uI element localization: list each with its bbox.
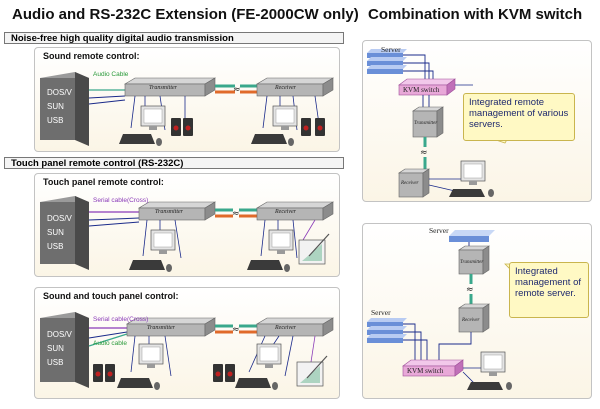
transmitter-label: Transmitter [414,121,438,126]
keyboard-icon [251,134,287,144]
server-stack-icon [367,318,407,343]
audio-cable-label: Audio Cable [93,71,129,78]
both-panel-title: Sound and touch panel control: [43,291,179,301]
mouse-icon [154,382,160,390]
serial-cable-label: Serial cable(Cross) [93,197,149,204]
pc-tower-side [75,72,89,146]
right-title: Combination with KVM switch [368,6,583,23]
receiver-label: Receiver [275,85,296,91]
touch-panel-title: Touch panel remote control: [43,177,164,187]
audio-section-band: Noise-free high quality digital audio tr… [4,32,344,44]
pc-tower-front [40,202,75,264]
keyboard-icon [129,260,165,270]
receiver-label: Receiver [275,325,296,331]
pc-tower-front [40,78,75,140]
server-label-left: Server [371,308,391,317]
keyboard-icon [247,260,283,270]
keyboard-icon [119,134,155,144]
receiver-icon [398,172,424,198]
mouse-icon [488,189,494,197]
receiver-label: Receiver [462,318,480,323]
audio-cable-label: Audio cable [93,340,127,347]
transmitter-icon [412,110,438,138]
mouse-icon [272,382,278,390]
kvm-bottom-panel: ≈ Server Server KVM [362,223,592,399]
sound-panel: Sound remote control: ≈ [34,47,340,152]
svg-text:≈: ≈ [232,325,240,335]
break-mark: ≈ [233,85,241,95]
sound-panel-title: Sound remote control: [43,51,140,61]
mouse-icon [156,138,162,146]
touch-diagram: ≈ [40,196,335,272]
receiver-top [255,77,335,85]
transmitter-side [204,77,216,97]
transmitter-label: Transmitter [147,325,176,331]
keyboard-icon [117,378,153,388]
mouse-icon [288,138,294,146]
touch-panel: Touch panel remote control: ≈ [34,173,340,277]
mouse-icon [284,264,290,272]
kb-cable-line [88,99,126,105]
transmitter-icon [458,249,484,275]
touch-section-band: Touch panel remote control (RS-232C) [4,157,344,169]
both-panel: Sound and touch panel control: ≈ [34,287,340,399]
pc-label: DOS/V SUN USB [47,88,72,125]
kvm-bottom-diagram: ≈ [367,230,518,390]
transmitter-label: Transmitter [149,85,178,91]
stylus-icon [306,355,328,379]
svg-text:≈: ≈ [466,285,474,295]
pc-label: DOS/V SUN USB [47,330,72,367]
pc-label: DOS/V SUN USB [47,214,72,251]
svg-text:≈: ≈ [420,148,428,158]
server-stack-icon [367,49,407,74]
stylus-icon [308,233,330,257]
serial-cable-label: Serial cable(Cross) [93,316,149,323]
kvm-top-diagram: ≈ [367,49,512,198]
server-label: Server [381,45,401,54]
pc-tower-front [40,318,75,382]
transmitter-top [123,77,217,85]
both-diagram: ≈ [40,312,335,390]
receiver-label: Receiver [401,181,419,186]
audio-cable-line [88,333,128,347]
transmitter-label: Transmitter [460,260,484,265]
kvm-switch-label: KVM switch [403,86,440,94]
sound-diagram: ≈ [40,72,335,146]
receiver-side [322,77,334,97]
left-title: Audio and RS-232C Extension (FE-2000CW o… [12,6,359,23]
keyboard-icon [449,189,485,197]
server-label-top: Server [429,226,449,235]
kvm-switch-label: KVM switch [407,367,444,375]
kvm-top-callout: Integrated remote management of various … [463,93,575,141]
server-icon [449,230,495,242]
mouse-icon [166,264,172,272]
keyboard-icon [235,378,271,388]
kvm-top-panel: ≈ Server KVM switch Transmitter Receiver… [362,40,592,202]
kvm-bottom-callout: Integrated management of remote server. [509,262,589,318]
receiver-label: Receiver [275,209,296,215]
video-cable-line [88,95,126,99]
transmitter-label: Transmitter [155,209,184,215]
keyboard-icon [467,382,503,390]
mouse-icon [506,382,512,390]
svg-text:≈: ≈ [232,209,240,219]
